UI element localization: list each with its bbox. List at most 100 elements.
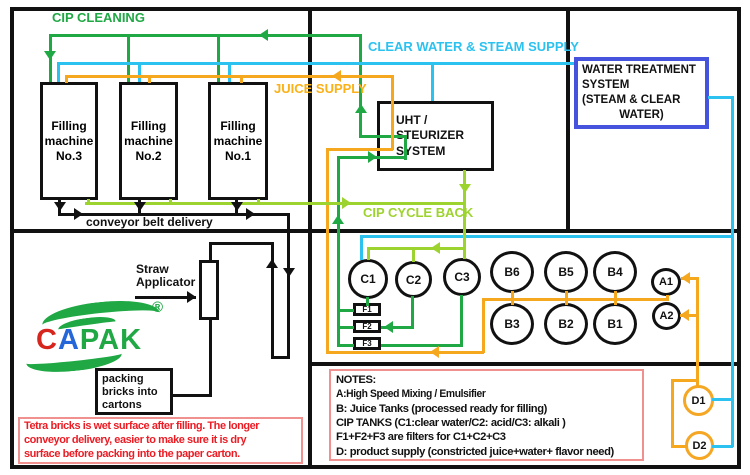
clear-water-pipe <box>57 62 60 82</box>
flow-arrow-down <box>44 51 56 60</box>
cip-supply-pipe <box>381 326 414 329</box>
divider-vertical-right <box>566 7 570 231</box>
juice-pipe <box>326 351 484 354</box>
juice-pipe <box>680 314 698 317</box>
cip-cleaning-title: CIP CLEANING <box>52 10 145 25</box>
filling-machine-1: Filling machine No.1 <box>208 82 268 200</box>
flow-arrow-right <box>187 291 196 303</box>
clear-water-pipe <box>431 62 434 101</box>
flow-arrow-left <box>680 309 689 321</box>
notes-box: NOTES: A:High Speed Mixing / Emulsifier … <box>329 369 644 461</box>
juice-pipe <box>148 75 151 83</box>
conveyor-line <box>135 296 196 299</box>
flow-arrow-down <box>134 202 146 211</box>
cip-supply-pipe <box>381 344 463 347</box>
juice-tank-b6: B6 <box>490 251 534 293</box>
flow-arrow-up <box>355 104 367 113</box>
juice-pipe <box>666 295 669 301</box>
filling-machine-2: Filling machine No.2 <box>119 82 178 200</box>
cip-supply-pipe <box>217 34 220 82</box>
filter-f3: F3 <box>353 337 381 350</box>
clear-water-pipe <box>228 62 231 82</box>
juice-pipe <box>614 291 617 305</box>
cip-supply-pipe <box>411 296 414 328</box>
flow-arrow-left <box>384 321 393 333</box>
straw-applicator-label: Straw Applicator <box>136 262 196 290</box>
juice-pipe <box>671 379 674 448</box>
notes-line: A:High Speed Mixing / Emulsifier <box>336 388 486 401</box>
juice-pipe <box>696 277 699 386</box>
juice-pipe <box>66 75 393 78</box>
flow-arrow-up <box>266 259 278 268</box>
cip-supply-pipe <box>50 34 361 37</box>
clear-water-pipe <box>58 62 574 65</box>
conveyor-line <box>209 242 273 245</box>
juice-pipe <box>391 75 394 150</box>
flow-arrow-down <box>231 202 243 211</box>
clear-water-pipe <box>361 235 733 238</box>
flow-arrow-left <box>681 272 690 284</box>
cip-tank-c1: C1 <box>348 259 388 299</box>
product-supply-d1: D1 <box>683 385 714 416</box>
uht-label: UHT / STEURIZER SYSTEM <box>396 112 465 158</box>
warning-box: Tetra bricks is wet surface after fillin… <box>18 417 303 464</box>
juice-pipe <box>671 379 697 382</box>
conveyor-line <box>271 356 290 359</box>
flow-arrow-down <box>283 268 295 277</box>
juice-pipe <box>671 445 686 448</box>
notes-line: F1+F2+F3 are filters for C1+C2+C3 <box>336 431 506 444</box>
flow-arrow-down <box>459 184 471 193</box>
cip-supply-pipe <box>460 295 463 346</box>
water-treatment-line: SYSTEM <box>582 78 630 91</box>
cip-return-pipe <box>169 199 172 203</box>
conveyor-line <box>209 242 212 261</box>
water-treatment-line: WATER TREATMENT <box>582 64 696 76</box>
juice-pipe <box>482 298 669 301</box>
packing-box: packing bricks into cartons <box>95 368 173 415</box>
juice-pipe <box>511 291 514 305</box>
juice-tank-b3: B3 <box>490 303 534 345</box>
juice-tank-b2: B2 <box>544 303 588 345</box>
registered-trademark-icon: ® <box>152 299 164 316</box>
cip-supply-pipe <box>366 297 369 306</box>
cip-supply-pipe <box>338 309 354 312</box>
juice-pipe <box>240 75 243 83</box>
flow-arrow-right <box>368 151 377 163</box>
flow-arrow-left <box>332 70 341 82</box>
juice-tank-b1: B1 <box>593 303 637 345</box>
cip-return-pipe <box>412 247 415 262</box>
conveyor-line <box>287 213 290 359</box>
juice-tank-b5: B5 <box>544 251 588 293</box>
flow-arrow-left <box>431 242 440 254</box>
juice-pipe <box>65 75 68 83</box>
flow-arrow-right <box>74 208 83 220</box>
outer-border <box>10 7 741 469</box>
water-treatment-line: (STEAM & CLEAR <box>582 93 681 106</box>
clear-water-steam-title: CLEAR WATER & STEAM SUPPLY <box>368 39 579 54</box>
juice-pipe <box>565 291 568 305</box>
cip-return-pipe <box>367 247 465 250</box>
clear-water-pipe <box>712 445 733 448</box>
cip-return-pipe <box>85 202 466 205</box>
cip-supply-pipe <box>404 135 407 160</box>
cip-supply-pipe <box>359 135 406 138</box>
cip-return-pipe <box>463 170 466 248</box>
juice-pipe <box>482 298 485 353</box>
product-supply-d2: D2 <box>685 431 714 460</box>
straw-applicator-unit <box>199 260 219 320</box>
notes-line: B: Juice Tanks (processed ready for fill… <box>336 402 547 415</box>
clear-water-pipe <box>712 398 733 401</box>
capak-logo: CAPAK ® <box>20 294 180 376</box>
logo-letter: C <box>36 324 58 356</box>
filling-machine-3: Filling machine No.3 <box>40 82 98 200</box>
flow-arrow-right <box>246 208 255 220</box>
logo-letter: A <box>98 324 121 356</box>
cip-return-pipe <box>87 199 90 203</box>
divider-vertical-main <box>308 7 312 469</box>
cip-supply-pipe <box>338 326 354 329</box>
clear-water-pipe <box>138 62 141 82</box>
cip-return-pipe <box>463 247 466 259</box>
conveyor-line <box>172 394 210 397</box>
conveyor-belt-label: conveyor belt delivery <box>86 215 213 229</box>
